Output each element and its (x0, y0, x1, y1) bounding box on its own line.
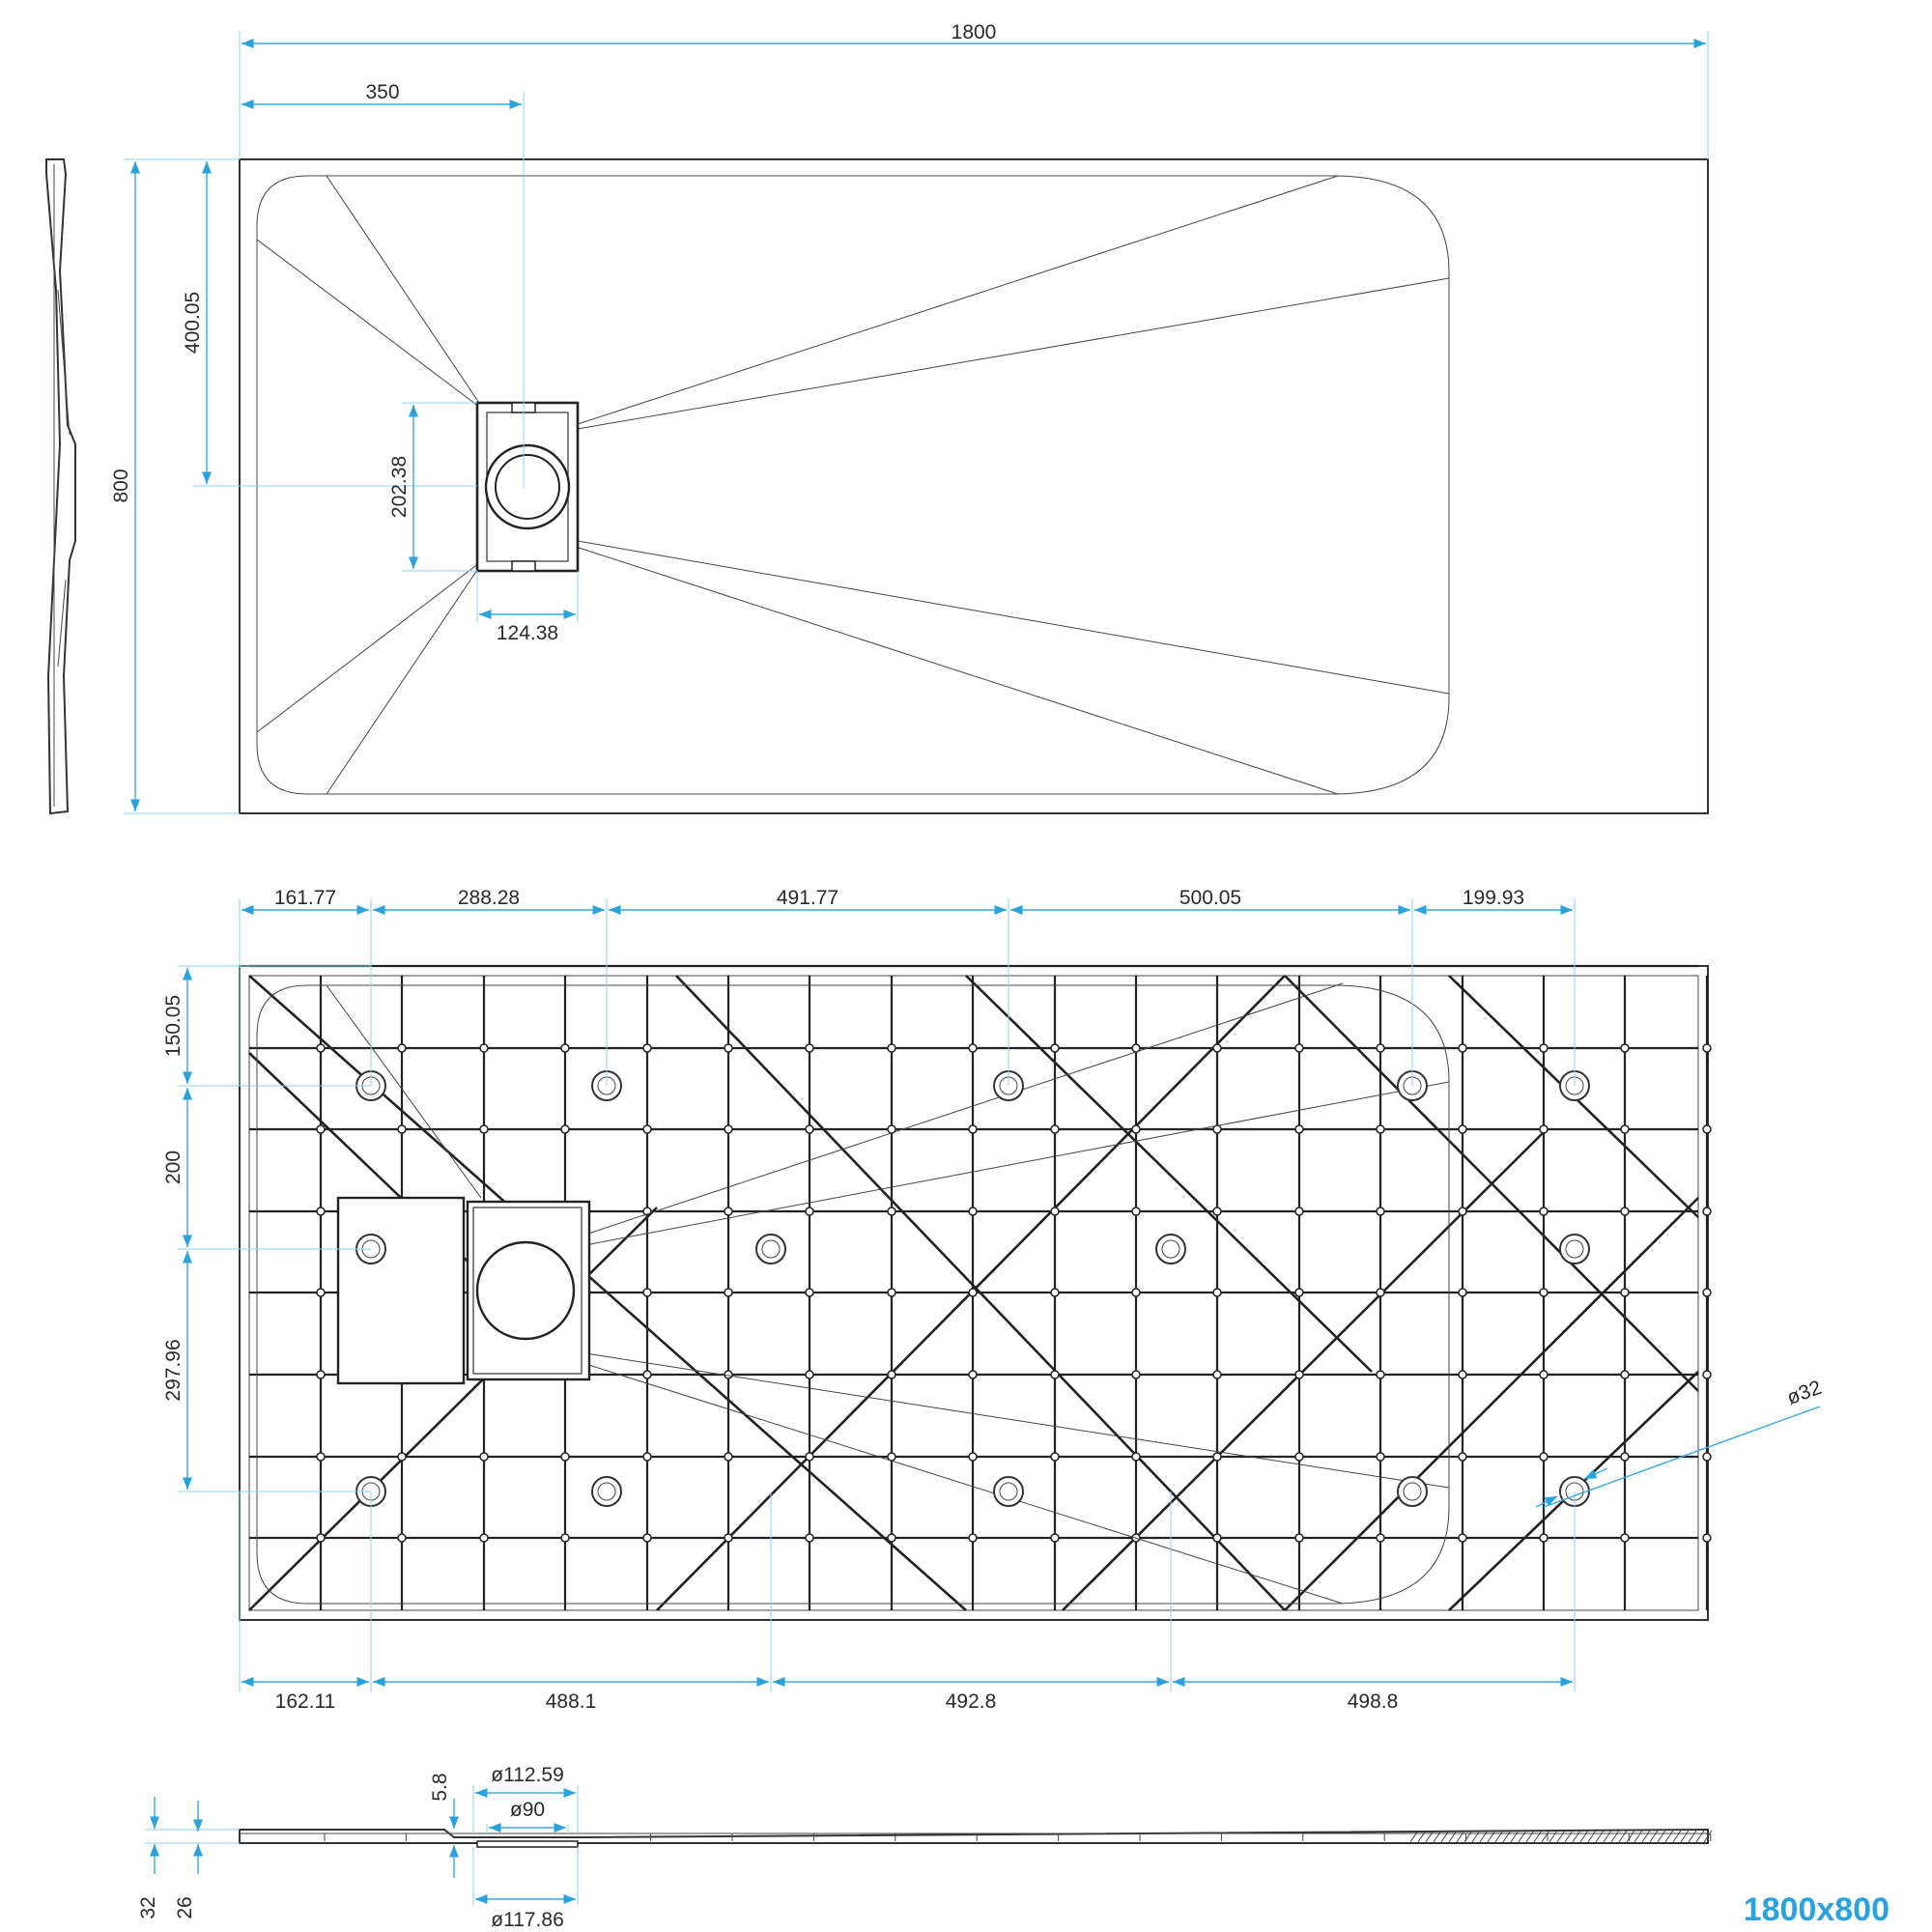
spacing-dimension-label: 500.05 (1179, 887, 1241, 909)
spacing-dimension-label: 288.28 (458, 887, 520, 909)
support-foot-hole (591, 1476, 622, 1507)
drain-box-width-label: 124.38 (497, 622, 558, 644)
spacing-dimension-label: 491.77 (777, 887, 838, 909)
bottom-diameter-label: ø117.86 (491, 1909, 564, 1931)
bottom-view: 161.77 288.28 491.77 500.05 199.93 162.11 488… (162, 887, 1825, 1713)
total-height-label: 32 (137, 1896, 159, 1918)
top-height-label: 800 (110, 469, 132, 502)
inner-diameter-label: ø90 (510, 1799, 545, 1821)
support-grid (248, 964, 1712, 1611)
support-foot-hole (993, 1476, 1024, 1507)
spacing-dimension-label: 150.05 (162, 995, 185, 1057)
support-foot-hole (755, 1234, 786, 1264)
rim-label: 5.8 (429, 1773, 451, 1801)
drain-offset-label: 350 (365, 81, 399, 103)
body-height-label: 26 (174, 1896, 196, 1918)
spacing-dimension-label: 297.96 (162, 1339, 185, 1401)
drain-box-height-label: 202.38 (388, 456, 411, 518)
spacing-dimension-label: 488.1 (546, 1690, 597, 1713)
support-foot-hole (1155, 1234, 1186, 1264)
top-width-label: 1800 (952, 21, 997, 43)
side-profile-view (45, 158, 76, 815)
section-view: 5.8 ø112.59 ø90 ø117.86 32 26 (137, 1764, 1713, 1931)
model-size-title: 1800x800 (1744, 1891, 1889, 1928)
spacing-dimension-label: 199.93 (1463, 887, 1524, 909)
hole-diameter-label: ø32 (1784, 1377, 1825, 1409)
support-foot-hole (1559, 1234, 1590, 1264)
spacing-dimension-label: 162.11 (275, 1690, 336, 1713)
support-foot-hole (1397, 1476, 1428, 1507)
spacing-dimension-label: 498.8 (1348, 1690, 1399, 1713)
spacing-dimension-label: 492.8 (946, 1690, 997, 1713)
outer-diameter-label: ø112.59 (491, 1764, 564, 1786)
spacing-dimension-label: 200 (162, 1151, 185, 1184)
drain-center-label: 400.05 (182, 292, 204, 354)
top-view: 1800 350 800 400.05 202.38 124.38 (110, 21, 1709, 814)
drain-unit (475, 401, 580, 573)
spacing-dimension-label: 161.77 (274, 887, 336, 909)
